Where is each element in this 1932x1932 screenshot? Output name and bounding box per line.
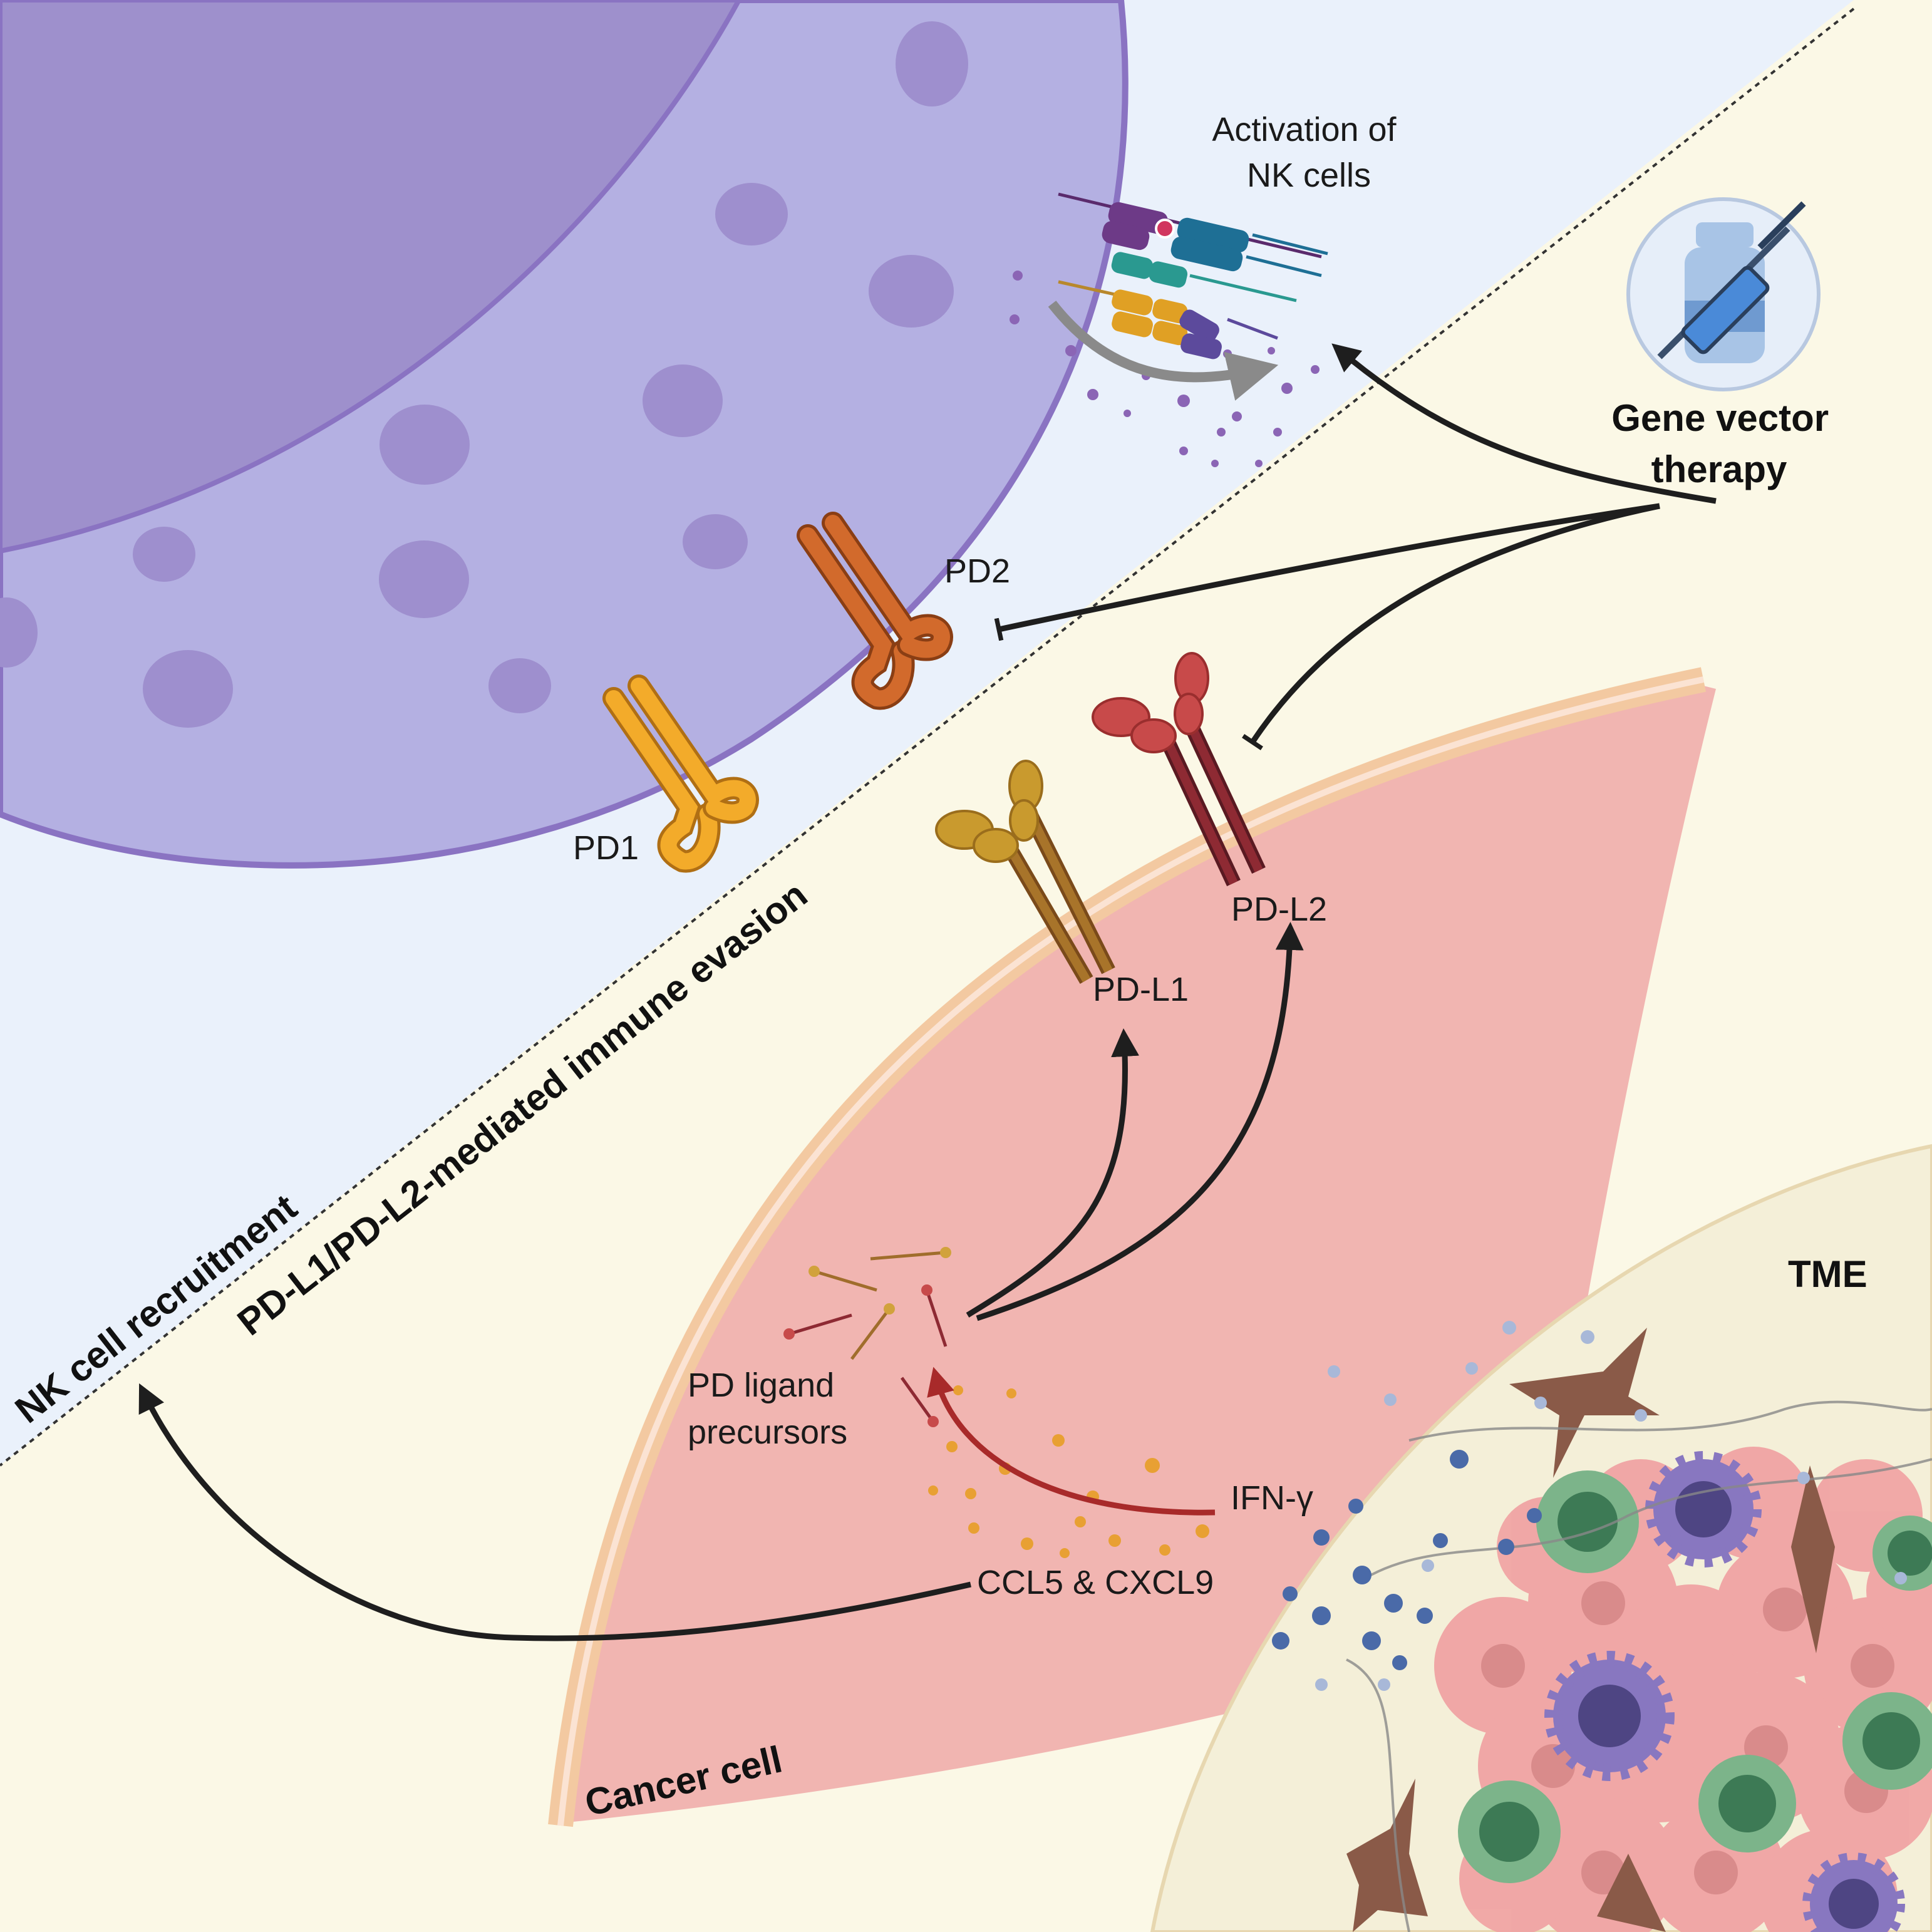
tumor-microenvironment bbox=[1150, 1144, 1932, 1932]
lymphocyte bbox=[1458, 1780, 1561, 1883]
activation-label: Activation of NK cells bbox=[1212, 111, 1405, 194]
pd2-receptor bbox=[797, 512, 953, 710]
region-divider bbox=[0, 8, 1855, 1467]
lymphocyte bbox=[1842, 1692, 1932, 1790]
arrow-to-pdl1 bbox=[966, 1028, 1140, 1318]
therapy-arrows bbox=[138, 343, 1717, 1641]
pd-l1-label: PD-L1 bbox=[1093, 971, 1189, 1008]
fibroblast bbox=[1346, 1328, 1835, 1932]
lymphocyte bbox=[1536, 1470, 1639, 1573]
arrow-recruitment bbox=[138, 1383, 972, 1641]
pd-ligand-precursors bbox=[783, 1247, 951, 1427]
nk-nucleus bbox=[0, 0, 742, 554]
pd1-receptor bbox=[602, 674, 759, 873]
tme-label: TME bbox=[1788, 1253, 1867, 1295]
gene-vector-label: Gene vector therapy bbox=[1611, 397, 1839, 490]
pd-l1-ligand bbox=[935, 760, 1115, 984]
dendritic-cell bbox=[1544, 1651, 1675, 1781]
cytokine-particles bbox=[928, 1385, 1209, 1558]
pd-precursors-label: PD ligand precursors bbox=[688, 1366, 847, 1451]
vial-and-syringe-icon bbox=[1626, 197, 1821, 391]
nk-cell bbox=[0, 0, 1129, 869]
ifn-label: IFN-γ bbox=[1231, 1479, 1313, 1517]
arrow-to-pdl2 bbox=[976, 922, 1304, 1321]
arrow-ifn bbox=[927, 1366, 1216, 1516]
pd1-label: PD1 bbox=[573, 829, 639, 867]
dendritic-cell bbox=[1645, 1451, 1762, 1568]
release-arrow bbox=[1048, 301, 1279, 401]
inhibit-pd2 bbox=[994, 503, 1660, 641]
lymphocyte bbox=[1698, 1755, 1796, 1852]
arrow-to-activation bbox=[1331, 343, 1717, 504]
nk-activating-receptor-icon bbox=[1058, 192, 1328, 359]
inhibit-pdl2 bbox=[1242, 503, 1660, 750]
pd2-label: PD2 bbox=[944, 552, 1010, 590]
dendritic-cell bbox=[1802, 1852, 1905, 1932]
pd-l2-ligand bbox=[1092, 652, 1266, 887]
pd-l2-label: PD-L2 bbox=[1231, 891, 1327, 928]
lymphocyte bbox=[1873, 1516, 1932, 1591]
ccl5-cxcl9-label: CCL5 & CXCL9 bbox=[977, 1564, 1214, 1601]
